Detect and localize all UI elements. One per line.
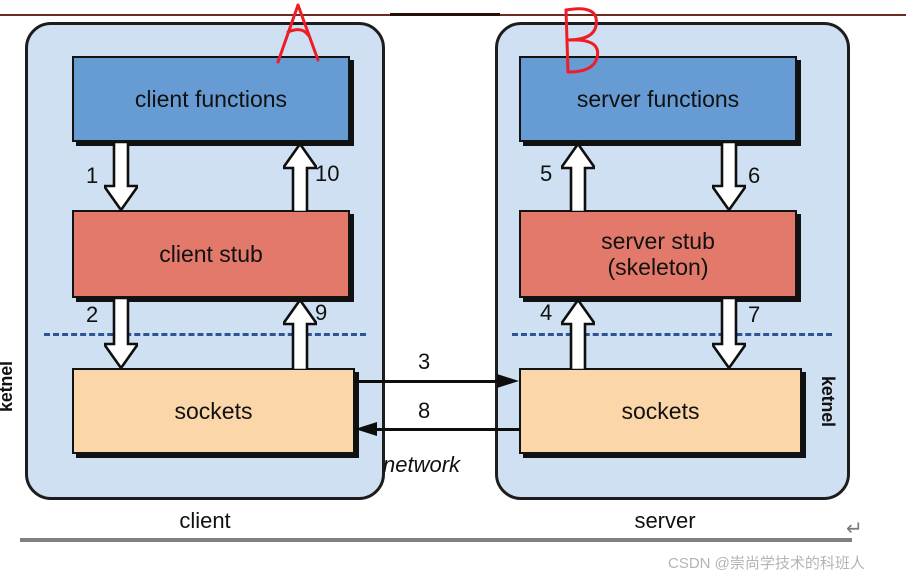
step-number-10: 10 — [315, 161, 340, 186]
server-kernel-divider — [512, 333, 832, 336]
client-functions-box: client functions — [72, 56, 350, 142]
arrow-step-9 — [283, 298, 317, 370]
network-link-3-line — [355, 380, 507, 383]
client-functions-label: client functions — [134, 85, 288, 112]
server-sockets-label: sockets — [621, 397, 700, 424]
server-stub-box: server stub (skeleton) — [519, 210, 797, 298]
client-stub-label: client stub — [159, 240, 263, 267]
arrow-step-4 — [561, 298, 595, 370]
arrow-step-1 — [104, 142, 138, 212]
network-label: network — [383, 452, 461, 477]
arrow-step-5 — [561, 142, 595, 212]
arrow-step-2 — [104, 298, 138, 370]
client-sockets-label: sockets — [174, 397, 253, 424]
server-sockets-box: sockets — [519, 368, 802, 454]
arrow-step-7 — [712, 298, 746, 370]
step-number-5: 5 — [540, 161, 553, 186]
step-number-7: 7 — [748, 302, 761, 327]
annotation-a — [266, 2, 338, 66]
client-kernel-divider — [44, 333, 366, 336]
server-stub-label-line1: server stub — [601, 227, 715, 254]
server-caption: server — [634, 508, 696, 533]
arrow-step-10 — [283, 142, 317, 212]
step-number-3: 3 — [418, 349, 431, 374]
step-number-4: 4 — [540, 300, 553, 325]
server-kernel-label: ketnel — [818, 376, 838, 427]
bottom-rule — [20, 538, 852, 542]
step-number-1: 1 — [86, 163, 99, 188]
network-link-8-arrowhead — [355, 420, 377, 438]
client-sockets-box: sockets — [72, 368, 355, 454]
client-stub-box: client stub — [72, 210, 350, 298]
network-link-8-line — [370, 428, 520, 431]
csdn-watermark: CSDN @崇尚学技术的科班人 — [668, 555, 865, 572]
step-number-9: 9 — [315, 300, 328, 325]
server-functions-box: server functions — [519, 56, 797, 142]
server-stub-label-line2: (skeleton) — [607, 254, 709, 280]
return-arrow-icon: ↵ — [846, 518, 863, 540]
top-rule-dotted-segment — [390, 13, 500, 16]
annotation-b — [556, 2, 618, 76]
arrow-step-6 — [712, 142, 746, 212]
network-link-3-arrowhead — [497, 372, 519, 390]
step-number-6: 6 — [748, 163, 761, 188]
client-caption: client — [179, 508, 231, 533]
client-kernel-label: ketnel — [0, 361, 16, 412]
server-functions-label: server functions — [576, 85, 740, 112]
step-number-2: 2 — [86, 302, 99, 327]
step-number-8: 8 — [418, 398, 431, 423]
